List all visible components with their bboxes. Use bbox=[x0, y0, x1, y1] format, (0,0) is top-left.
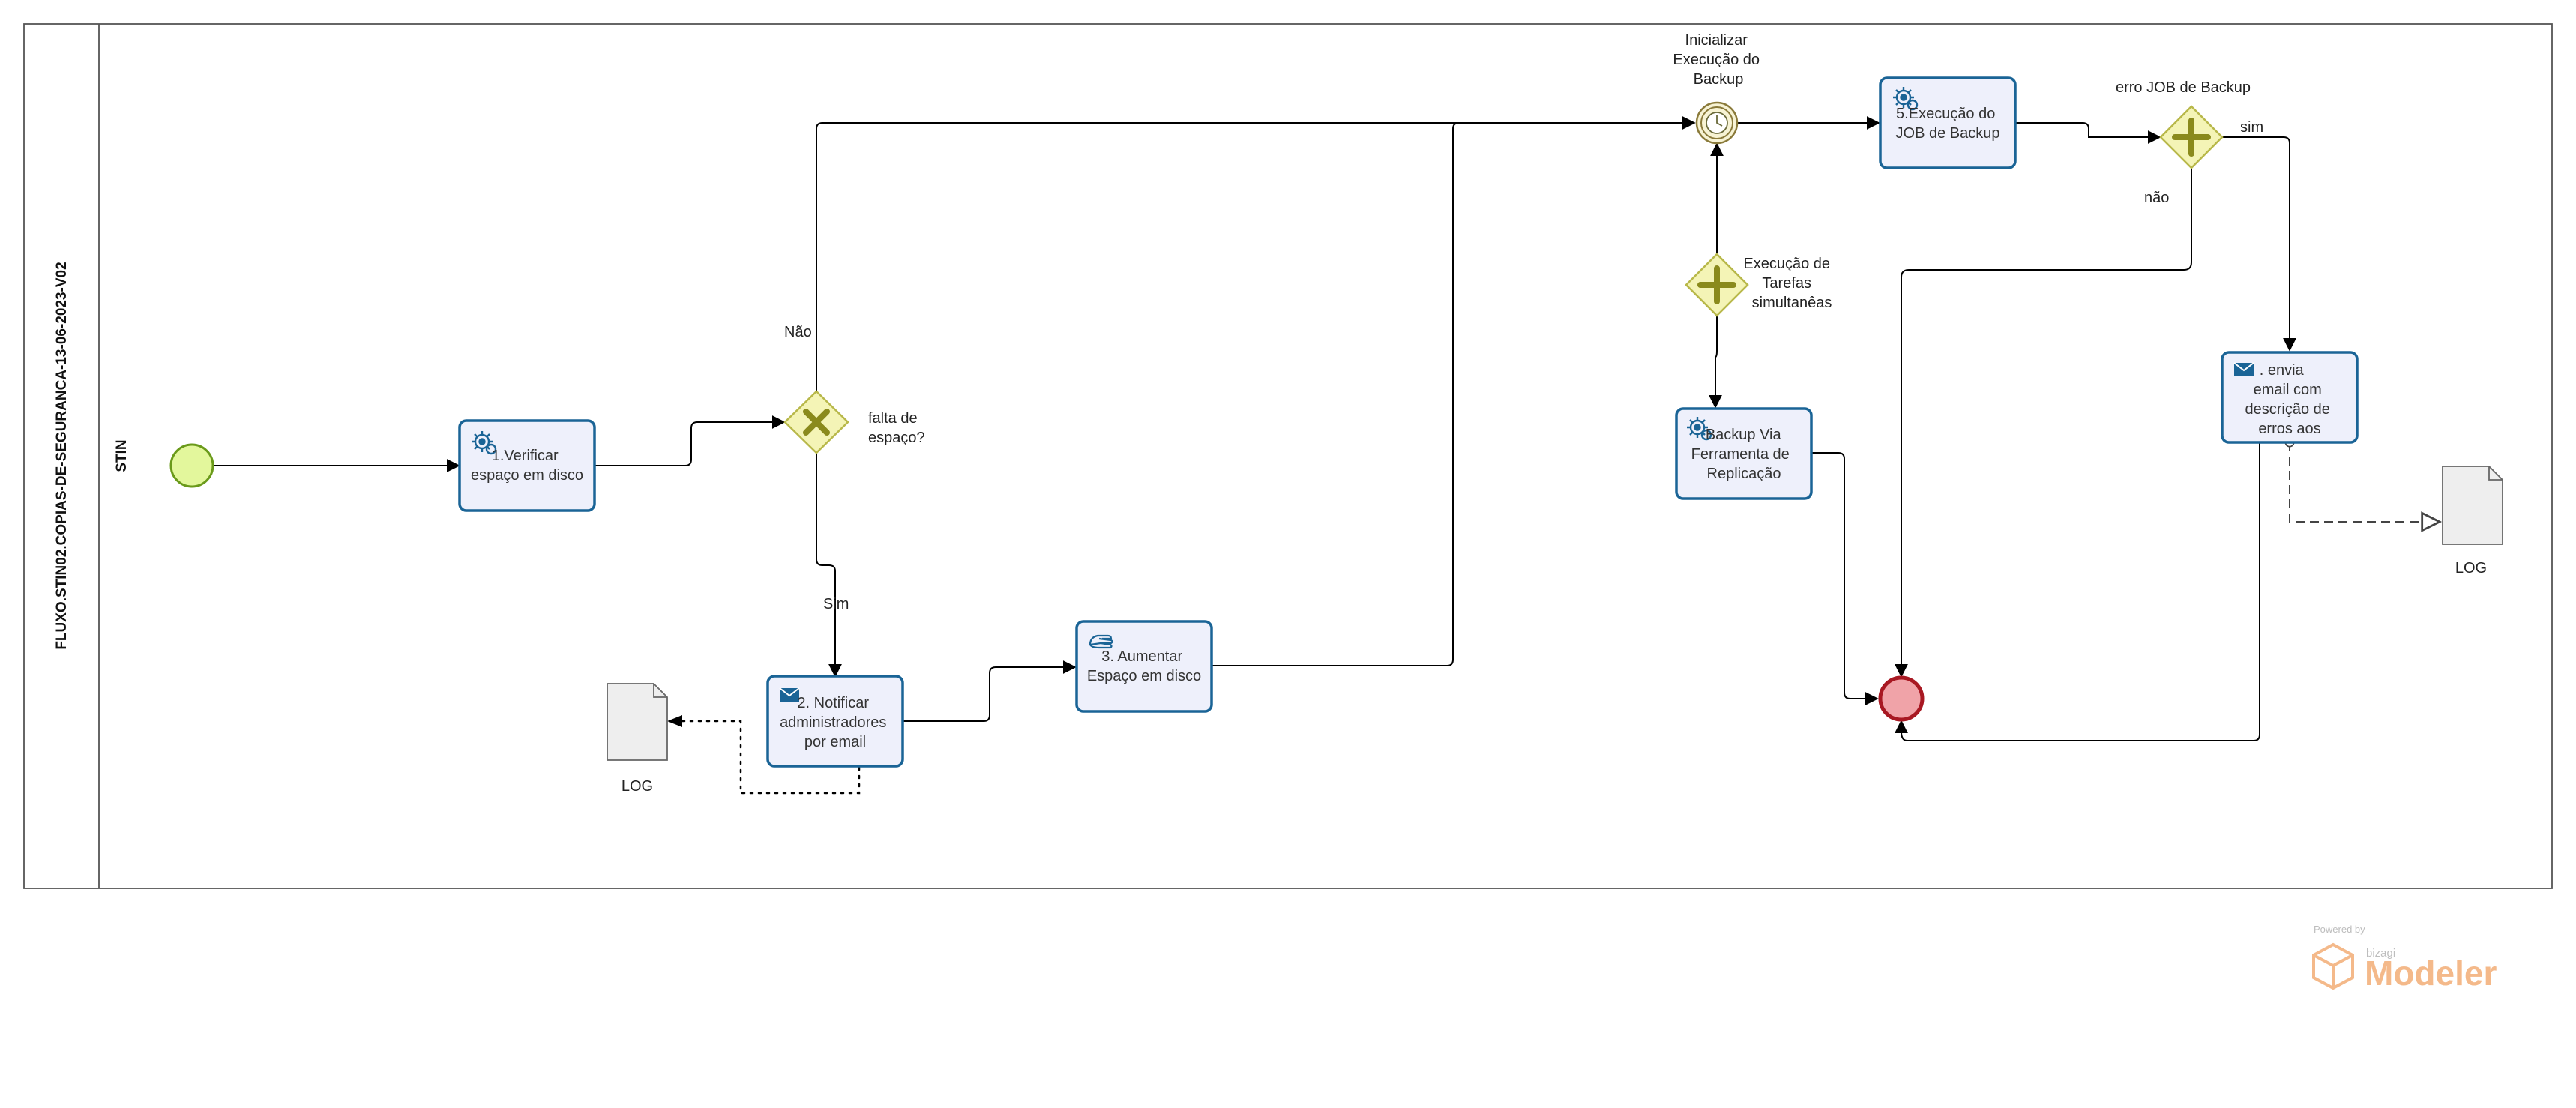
flow-gateway-nao[interactable] bbox=[816, 116, 1696, 393]
gateway-erro-job[interactable] bbox=[2159, 105, 2224, 169]
task-verificar[interactable]: 1.Verificar espaço em disco bbox=[458, 419, 596, 512]
timer-label: Inicializar Execução do Backup bbox=[1673, 32, 1763, 88]
hand-icon bbox=[1089, 634, 1113, 649]
envelope-icon bbox=[2233, 362, 2254, 376]
bizagi-logo-icon bbox=[2312, 942, 2354, 990]
gear-icon bbox=[1687, 417, 1712, 441]
plus-mark-icon bbox=[2172, 118, 2211, 157]
associations bbox=[667, 442, 2440, 795]
task-execucao-job[interactable]: 5.Execução do JOB de Backup bbox=[1879, 76, 2017, 169]
svg-text:Backup Via Ferramenta de: Backup Via Ferramenta de Replicação bbox=[1691, 427, 1794, 482]
log-document-left[interactable] bbox=[607, 683, 668, 761]
flow-envia-to-end[interactable] bbox=[1895, 442, 2260, 741]
log-right-label: LOG bbox=[2455, 560, 2487, 576]
log-document-right[interactable] bbox=[2442, 466, 2503, 545]
task-notificar[interactable]: 2. Notificar administradores por email bbox=[766, 675, 904, 768]
gateway-falta-espaco-label: falta de espaço? bbox=[868, 410, 925, 446]
flow-notificar-to-aumentar[interactable] bbox=[903, 660, 1077, 722]
flow-erro-sim[interactable] bbox=[2222, 136, 2296, 352]
svg-text:3. Aumentar Espaço em d: 3. Aumentar Espaço em disco bbox=[1087, 648, 1201, 684]
svg-text:5.Execução do JOB de Bac: 5.Execução do JOB de Backup bbox=[1896, 106, 2000, 142]
flow-gateway-sim[interactable] bbox=[816, 451, 842, 678]
bizagi-watermark: Powered by bizagi Modeler bbox=[2312, 924, 2497, 993]
task-envia-email[interactable]: . envia email com descrição de erros aos bbox=[2221, 351, 2359, 444]
flow-job-to-erro-gateway[interactable] bbox=[2015, 122, 2161, 144]
gear-icon bbox=[1893, 87, 1919, 111]
x-mark-icon bbox=[803, 409, 830, 436]
timer-event[interactable] bbox=[1695, 101, 1739, 145]
sequence-flows bbox=[213, 116, 2296, 741]
flow-erro-nao[interactable] bbox=[1895, 167, 2192, 678]
flow-label-sim: Sim bbox=[823, 596, 849, 612]
task-backup-via[interactable]: Backup Via Ferramenta de Replicação bbox=[1675, 407, 1813, 500]
plus-mark-icon bbox=[1697, 265, 1736, 304]
assoc-notificar-log[interactable] bbox=[667, 715, 861, 795]
end-event[interactable] bbox=[1878, 675, 1925, 722]
flow-backup-to-end[interactable] bbox=[1811, 452, 1879, 705]
svg-text:. envia email com: . envia email com descrição de erros aos bbox=[2245, 362, 2335, 437]
svg-text:1.Verificar espaço em di: 1.Verificar espaço em disco bbox=[471, 448, 583, 484]
gateway-execucao-tarefas-label: Execução de Tarefas simultanêas bbox=[1743, 256, 1834, 311]
assoc-envia-log[interactable] bbox=[2290, 442, 2440, 522]
gateway-execucao-tarefas[interactable] bbox=[1685, 253, 1749, 317]
flow-parallel-down-to-backup[interactable] bbox=[1709, 316, 1722, 409]
flow-verificar-to-gateway[interactable] bbox=[595, 415, 786, 466]
task-aumentar[interactable]: 3. Aumentar Espaço em disco bbox=[1075, 620, 1213, 713]
gear-icon bbox=[472, 431, 497, 455]
modeler-text: Modeler bbox=[2365, 954, 2497, 993]
lane-title: STIN bbox=[114, 439, 130, 472]
envelope-icon bbox=[779, 687, 800, 702]
svg-text:2. Notificar administrad: 2. Notificar administradores por email bbox=[780, 695, 891, 750]
flow-label-nao-lower: não bbox=[2144, 190, 2169, 206]
document-icon bbox=[607, 683, 668, 761]
gateway-erro-job-label: erro JOB de Backup bbox=[2116, 79, 2251, 96]
flow-label-sim-lower: sim bbox=[2240, 119, 2263, 136]
flow-aumentar-to-timer[interactable] bbox=[1212, 122, 1694, 666]
document-icon bbox=[2442, 466, 2503, 545]
pool-title: FLUXO.STIN02.COPIAS-DE-SEGURANCA-13-06-2… bbox=[54, 262, 70, 649]
start-event[interactable] bbox=[169, 443, 214, 488]
pool: FLUXO.STIN02.COPIAS-DE-SEGURANCA-13-06-2… bbox=[23, 23, 2553, 889]
gateway-falta-espaco[interactable] bbox=[783, 390, 849, 454]
brand-text: bizagi bbox=[2366, 947, 2395, 960]
log-left-label: LOG bbox=[622, 778, 653, 795]
flow-label-nao: Não bbox=[784, 324, 812, 340]
powered-by-text: Powered by bbox=[2314, 924, 2365, 935]
